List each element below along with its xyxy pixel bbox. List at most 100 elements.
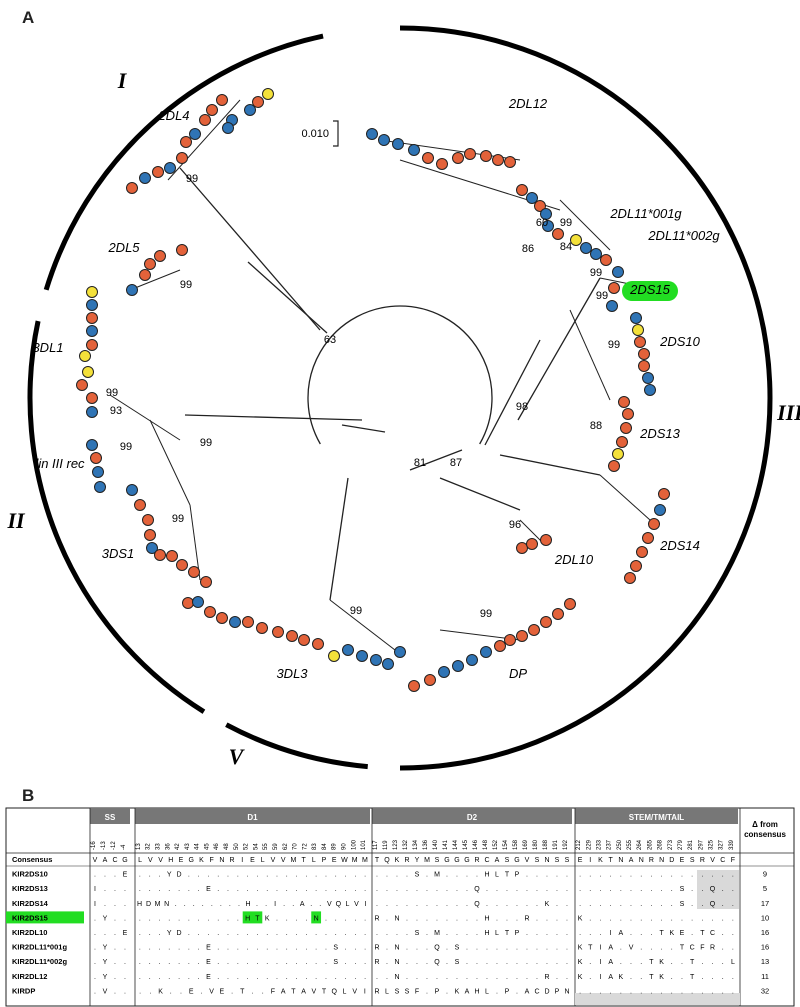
residue: T bbox=[700, 930, 705, 937]
residue: . bbox=[589, 915, 591, 922]
residue: V bbox=[271, 857, 276, 864]
clade-label-2dl11001g: 2DL11*001g bbox=[609, 206, 682, 221]
residue: . bbox=[325, 959, 327, 966]
row-name: KIR2DS14 bbox=[12, 899, 49, 908]
tip-circle bbox=[504, 156, 516, 168]
residue: . bbox=[386, 915, 388, 922]
residue: . bbox=[198, 930, 200, 937]
residue: M bbox=[362, 857, 368, 864]
residue: . bbox=[198, 945, 200, 952]
residue: N bbox=[639, 857, 644, 864]
tip-circle bbox=[492, 154, 504, 166]
tip-circle bbox=[600, 254, 612, 266]
delta-value: 13 bbox=[761, 957, 769, 966]
residue: S bbox=[455, 945, 460, 952]
residue: I bbox=[599, 959, 601, 966]
residue: D bbox=[177, 872, 182, 879]
branch bbox=[167, 99, 241, 181]
residue: . bbox=[376, 974, 378, 981]
tip-circle bbox=[516, 630, 528, 642]
residue: . bbox=[237, 886, 239, 893]
residue: . bbox=[661, 886, 663, 893]
residue: N bbox=[394, 945, 399, 952]
residue: . bbox=[94, 945, 96, 952]
tip-circle bbox=[436, 158, 448, 170]
residue: . bbox=[610, 915, 612, 922]
residue: . bbox=[211, 901, 213, 908]
tip-circle bbox=[608, 282, 620, 294]
residue: . bbox=[202, 901, 204, 908]
residue: N bbox=[564, 988, 569, 995]
residue: . bbox=[175, 901, 177, 908]
residue: . bbox=[345, 930, 347, 937]
tip-circle bbox=[139, 269, 151, 281]
residue: . bbox=[124, 945, 126, 952]
residue: . bbox=[286, 872, 288, 879]
residue: . bbox=[386, 872, 388, 879]
branch bbox=[129, 269, 181, 291]
tip-circle bbox=[422, 152, 434, 164]
position-number: 140 bbox=[433, 839, 439, 850]
residue: E bbox=[206, 945, 211, 952]
position-number: 273 bbox=[668, 839, 674, 850]
residue: . bbox=[556, 915, 558, 922]
residue: R bbox=[374, 988, 379, 995]
residue: . bbox=[681, 988, 683, 995]
residue: . bbox=[139, 988, 141, 995]
residue: . bbox=[247, 974, 249, 981]
residue: M bbox=[434, 872, 440, 879]
residue: . bbox=[486, 901, 488, 908]
residue: N bbox=[394, 915, 399, 922]
bootstrap-value: 98 bbox=[516, 401, 528, 413]
residue: S bbox=[680, 886, 685, 893]
residue: . bbox=[426, 901, 428, 908]
residue: N bbox=[314, 915, 319, 922]
residue: A bbox=[525, 988, 530, 995]
tip-circle bbox=[86, 312, 98, 324]
residue: . bbox=[416, 915, 418, 922]
residue: . bbox=[712, 915, 714, 922]
residue: C bbox=[690, 945, 695, 952]
residue: H bbox=[474, 988, 479, 995]
tree-branches bbox=[109, 99, 661, 651]
residue: . bbox=[104, 872, 106, 879]
tip-circle bbox=[182, 597, 194, 609]
position-number: 148 bbox=[483, 839, 489, 850]
residue: . bbox=[256, 886, 258, 893]
residue: . bbox=[426, 886, 428, 893]
residue: D bbox=[146, 901, 151, 908]
residue: . bbox=[446, 930, 448, 937]
position-number: 46 bbox=[214, 843, 220, 850]
residue: . bbox=[354, 974, 356, 981]
residue: . bbox=[556, 974, 558, 981]
tip-circle bbox=[504, 634, 516, 646]
residue: K bbox=[659, 974, 664, 981]
residue: . bbox=[526, 974, 528, 981]
row-name: Consensus bbox=[12, 855, 52, 864]
bootstrap-value: 88 bbox=[590, 420, 602, 432]
residue: E bbox=[250, 857, 255, 864]
clade-label-3dl3: 3DL3 bbox=[276, 666, 308, 681]
lineage-label: V bbox=[229, 744, 246, 769]
residue: . bbox=[217, 872, 219, 879]
residue: . bbox=[722, 930, 724, 937]
residue: . bbox=[671, 974, 673, 981]
residue: . bbox=[396, 901, 398, 908]
residue: . bbox=[546, 872, 548, 879]
tip-circle bbox=[636, 546, 648, 558]
residue: . bbox=[496, 974, 498, 981]
residue: V bbox=[148, 857, 153, 864]
group-header-ss: SS bbox=[105, 813, 116, 822]
branch bbox=[341, 424, 386, 433]
branch bbox=[329, 477, 349, 601]
residue: . bbox=[227, 959, 229, 966]
position-number: 212 bbox=[576, 839, 582, 850]
position-number: 279 bbox=[678, 839, 684, 850]
residue: . bbox=[496, 886, 498, 893]
clade-label-dp: DP bbox=[509, 666, 527, 681]
residue: V bbox=[352, 988, 357, 995]
position-number: 136 bbox=[423, 839, 429, 850]
scale-label: 0.010 bbox=[301, 128, 329, 140]
tip-circle bbox=[438, 666, 450, 678]
